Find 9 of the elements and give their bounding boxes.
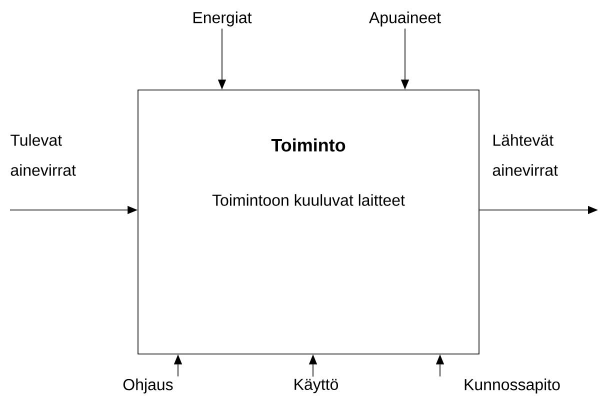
edge-label: Lähtevät ainevirrat [492,134,558,176]
input-label: Käyttö [294,378,338,394]
input-label: Energiat [194,12,252,26]
input-label: Apuaineet [369,12,441,26]
input-label: Kunnossapito [464,378,560,394]
edge-label: Tulevat ainevirrat [10,134,76,176]
box-title: Toiminto [271,138,346,152]
input-label: Ohjaus [123,378,173,394]
box-text: Toimintoon kuuluvat laitteet [212,194,405,206]
